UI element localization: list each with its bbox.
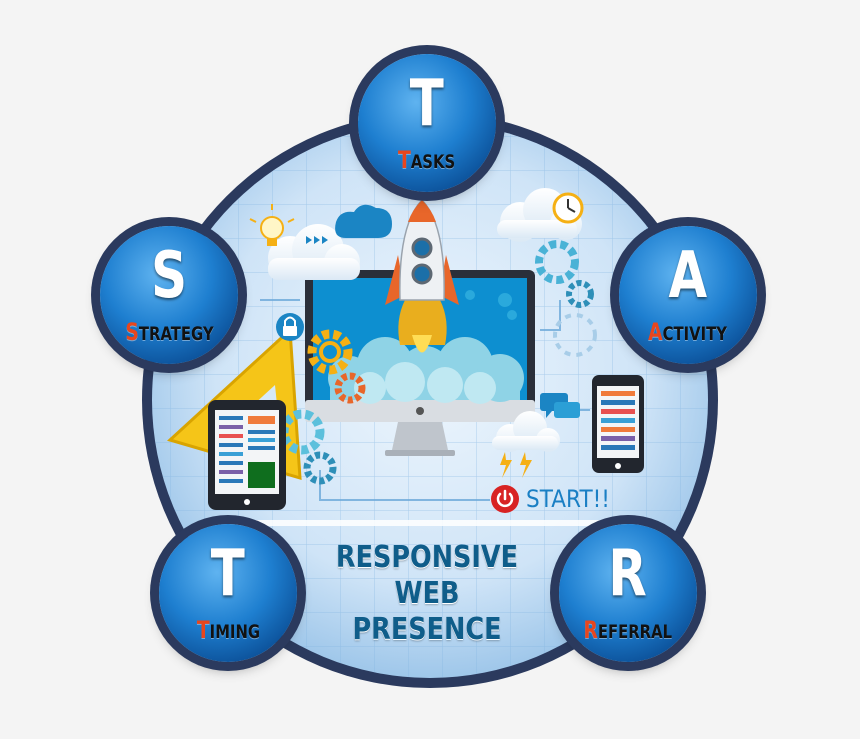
monitor-icon xyxy=(305,270,535,456)
smartphone-icon xyxy=(592,375,644,473)
node-label: Strategy xyxy=(125,318,213,346)
node-activity: A Activity xyxy=(619,226,757,364)
node-letter: T xyxy=(409,67,445,141)
node-label: Activity xyxy=(649,318,728,346)
node-letter: R xyxy=(608,537,648,611)
node-letter: S xyxy=(151,239,187,313)
node-initial: T xyxy=(398,146,412,174)
headline: RESPONSIVE WEB PRESENCE xyxy=(319,540,535,648)
node-label: Tasks xyxy=(398,146,455,174)
lock-icon xyxy=(276,313,304,341)
lightbulb-icon xyxy=(249,204,295,246)
chat-icon xyxy=(540,393,580,418)
start-label: START!! xyxy=(526,485,610,513)
lightning-icon xyxy=(500,452,532,478)
gear-icon xyxy=(279,240,597,485)
node-label-rest: trategy xyxy=(138,323,214,345)
node-initial: T xyxy=(196,616,210,644)
node-strategy: S Strategy xyxy=(100,226,238,364)
node-letter: T xyxy=(210,537,246,611)
headline-line-2: PRESENCE xyxy=(352,612,502,647)
arrows-icon xyxy=(306,236,328,244)
node-label-rest: ctivity xyxy=(663,323,728,345)
clock-icon xyxy=(552,192,584,224)
rocket-icon xyxy=(385,198,459,353)
node-label: Referral xyxy=(584,616,673,644)
start-button: START!! xyxy=(490,482,619,516)
node-initial: A xyxy=(648,318,664,346)
node-letter: A xyxy=(668,239,708,313)
node-initial: S xyxy=(124,318,139,346)
node-label: Timing xyxy=(196,616,259,644)
node-label-rest: asks xyxy=(411,151,456,173)
headline-band xyxy=(230,520,630,526)
node-referral: R Referral xyxy=(559,524,697,662)
headline-line-1: RESPONSIVE WEB xyxy=(335,540,519,611)
node-timing: T Timing xyxy=(159,524,297,662)
node-label-rest: eferral xyxy=(598,621,673,643)
node-tasks: T Tasks xyxy=(358,54,496,192)
node-initial: R xyxy=(583,616,599,644)
tablet-icon xyxy=(208,400,286,510)
power-icon xyxy=(491,485,519,513)
node-label-rest: iming xyxy=(209,621,260,643)
